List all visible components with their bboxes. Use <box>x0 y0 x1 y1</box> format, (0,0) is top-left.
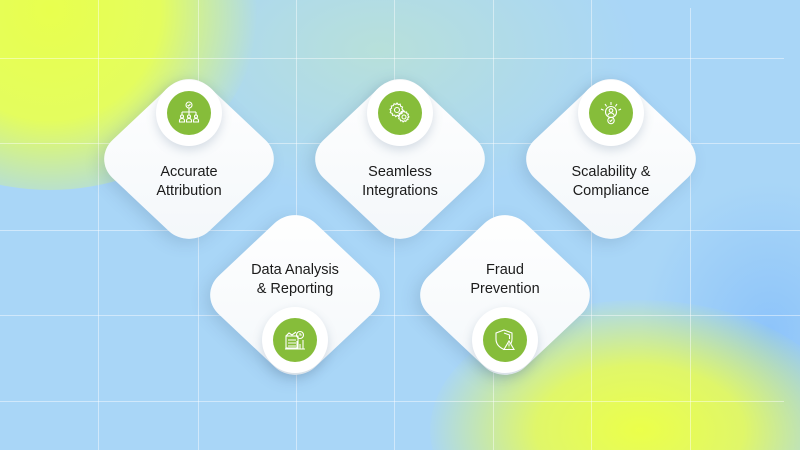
feature-card-seamless-integrations: Seamless Integrations <box>303 68 497 250</box>
grid-line <box>690 8 691 450</box>
icon-badge <box>156 80 222 146</box>
grid-line <box>0 58 784 59</box>
card-title: Fraud Prevention <box>408 261 602 299</box>
card-title: Scalability & Compliance <box>514 163 708 201</box>
card-title-line: Compliance <box>572 183 650 199</box>
icon-badge <box>578 80 644 146</box>
card-title-line: Scalability & <box>571 164 651 180</box>
icon-badge <box>367 80 433 146</box>
card-title: Seamless Integrations <box>303 163 497 201</box>
hierarchy-check-icon <box>178 101 200 123</box>
card-title: Accurate Attribution <box>92 163 286 201</box>
card-title-line: & Reporting <box>256 281 334 297</box>
grid-line <box>0 315 800 316</box>
card-title-line: Integrations <box>362 183 438 199</box>
card-title-line: Seamless <box>368 164 432 180</box>
feature-card-accurate-attribution: Accurate Attribution <box>92 68 286 250</box>
interlocking-gears-icon <box>389 102 410 123</box>
grid-line <box>0 401 784 402</box>
card-title-line: Fraud <box>486 262 524 278</box>
shield-warning-icon <box>495 329 515 351</box>
feature-card-data-analysis-reporting: Data Analysis & Reporting <box>198 204 392 386</box>
card-title-line: Attribution <box>156 183 222 199</box>
feature-card-scalability-compliance: Scalability & Compliance <box>514 68 708 250</box>
icon-badge <box>262 307 328 373</box>
chart-analytics-icon <box>285 330 305 350</box>
gear-person-check-icon <box>600 102 622 125</box>
card-title: Data Analysis & Reporting <box>198 261 392 299</box>
card-title-line: Accurate <box>160 164 218 180</box>
grid-line <box>98 0 99 450</box>
card-title-line: Prevention <box>470 281 540 297</box>
icon-badge <box>472 307 538 373</box>
feature-card-fraud-prevention: Fraud Prevention <box>408 204 602 386</box>
card-title-line: Data Analysis <box>251 262 339 278</box>
